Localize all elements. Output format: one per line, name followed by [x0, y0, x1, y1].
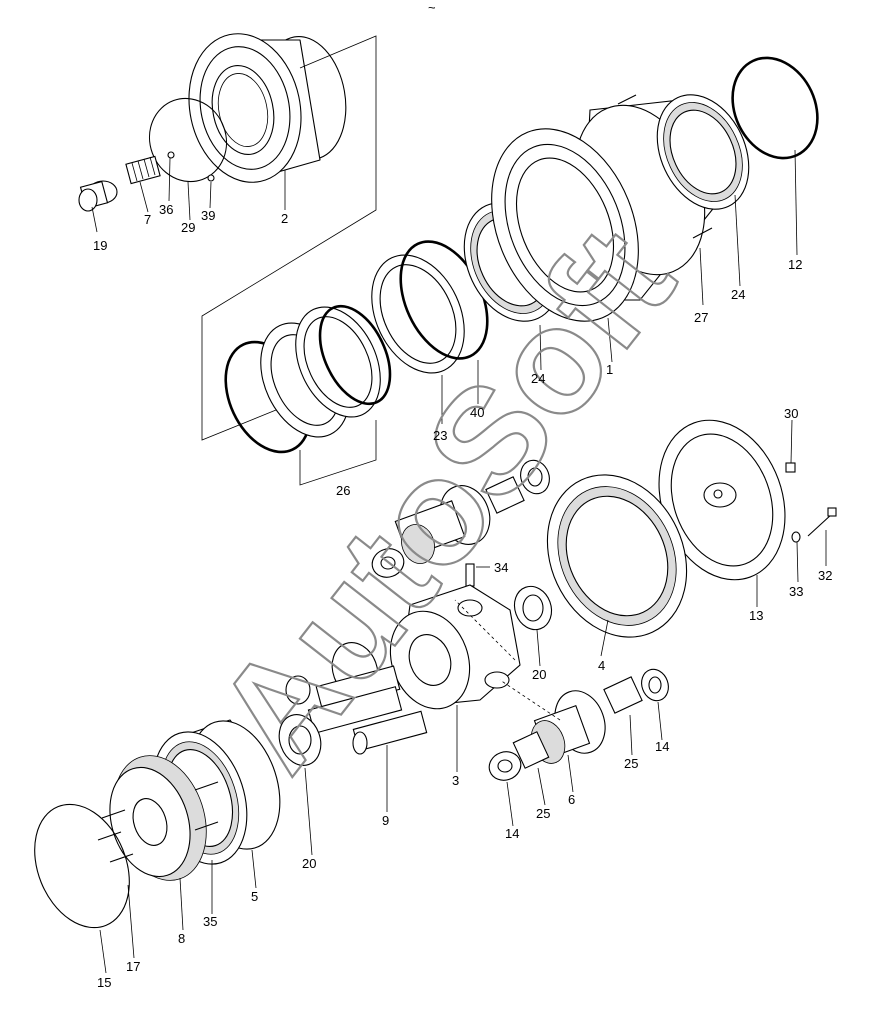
- part-washer-20-mid: [513, 585, 553, 631]
- part-plug-39: [207, 174, 215, 182]
- part-plug-36: [167, 151, 175, 159]
- part-planet-shafts: [285, 642, 403, 734]
- callout-7: 7: [144, 212, 151, 227]
- callout-20-mid: 20: [532, 667, 546, 682]
- part-sleeve-19: [78, 180, 118, 212]
- callout-2: 2: [281, 211, 288, 226]
- part-planet-gear-6: [530, 690, 606, 764]
- callout-1: 1: [606, 362, 613, 377]
- part-cover-13: [658, 419, 786, 581]
- part-seal-26: [260, 304, 392, 438]
- callout-29: 29: [181, 220, 195, 235]
- callout-6: 6: [568, 792, 575, 807]
- part-oring-15: [34, 803, 130, 929]
- callout-24-left: 24: [531, 371, 545, 386]
- callout-3: 3: [452, 773, 459, 788]
- header-mark: ~: [428, 0, 436, 15]
- part-gear-upper: [394, 485, 491, 564]
- part-bearing-25-right: [603, 676, 643, 714]
- part-bearing-25-left: [512, 731, 550, 769]
- callout-25-left: 25: [536, 806, 550, 821]
- callout-19: 19: [93, 238, 107, 253]
- part-bolt-30: [785, 462, 796, 473]
- part-ring-29: [148, 97, 228, 183]
- callout-14-right: 14: [655, 739, 669, 754]
- part-washer-33: [791, 531, 801, 543]
- group-bracket-top: [201, 35, 377, 441]
- part-carrier-3: [389, 584, 521, 710]
- callout-14-left: 14: [505, 826, 519, 841]
- part-bearing-24-right: [656, 94, 750, 210]
- callout-36: 36: [159, 202, 173, 217]
- callout-17: 17: [126, 959, 140, 974]
- callout-9: 9: [382, 813, 389, 828]
- callout-8: 8: [178, 931, 185, 946]
- callout-24-right: 24: [731, 287, 745, 302]
- leader-lines: [91, 149, 827, 974]
- part-washer-20-top: [520, 459, 550, 495]
- part-ring-gear-4: [546, 474, 688, 638]
- part-housing-2: [188, 33, 347, 183]
- part-ring-12: [731, 56, 819, 160]
- part-washer-20-lower: [278, 714, 322, 766]
- part-ring-23: [371, 254, 465, 374]
- callout-39: 39: [201, 208, 215, 223]
- callout-25-right: 25: [624, 756, 638, 771]
- callout-33: 33: [789, 584, 803, 599]
- part-pin-27: [617, 94, 713, 239]
- callout-30: 30: [784, 406, 798, 421]
- callout-5: 5: [251, 889, 258, 904]
- callout-26: 26: [336, 483, 350, 498]
- part-carrier-8: [97, 755, 219, 881]
- callout-32: 32: [818, 568, 832, 583]
- callout-23: 23: [433, 428, 447, 443]
- part-bearing-needle-upper: [485, 476, 525, 514]
- callout-labels: 19 7 36 29 39 2 12 24 27 24 1 40 23 26 3…: [93, 202, 832, 990]
- part-bolt-32: [807, 507, 837, 537]
- part-shaft-7: [125, 155, 161, 185]
- callout-34: 34: [494, 560, 508, 575]
- callout-15: 15: [97, 975, 111, 990]
- callout-27: 27: [694, 310, 708, 325]
- part-washer-14-left: [488, 751, 522, 781]
- callout-4: 4: [598, 658, 605, 673]
- callout-13: 13: [749, 608, 763, 623]
- part-washer-14-right: [641, 668, 669, 702]
- part-washer-upper: [371, 548, 405, 578]
- callout-12: 12: [788, 257, 802, 272]
- callout-20-lower: 20: [302, 856, 316, 871]
- callout-35: 35: [203, 914, 217, 929]
- callout-40: 40: [470, 405, 484, 420]
- part-pin-9: [352, 710, 428, 755]
